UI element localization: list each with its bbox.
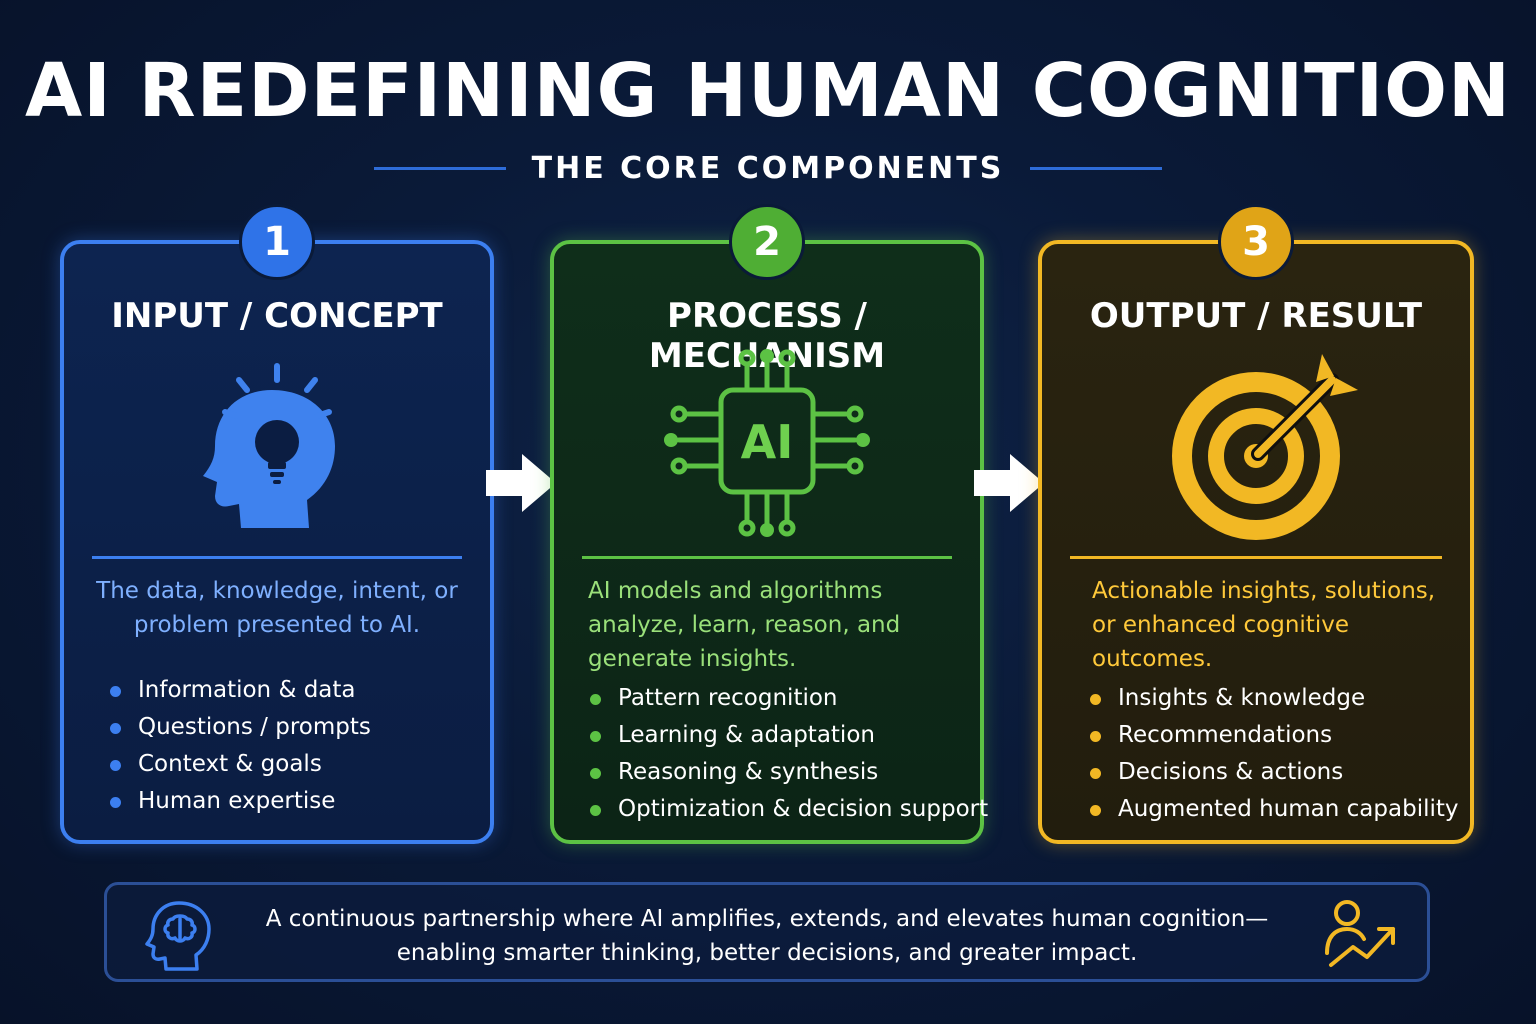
summary-text: A continuous partnership where AI amplif…: [257, 902, 1277, 970]
card-title: INPUT / CONCEPT: [111, 296, 443, 336]
list-item: Recommendations: [1088, 717, 1459, 754]
head-lightbulb-icon: [64, 350, 490, 540]
card-output-result: 3 OUTPUT / RESULT Actionable insights, s…: [1038, 204, 1474, 844]
target-arrow-icon: [1042, 350, 1470, 540]
list-item: Reasoning & synthesis: [588, 754, 988, 791]
list-item: Human expertise: [108, 783, 371, 820]
list-item: Pattern recognition: [588, 680, 988, 717]
step-badge-1: 1: [239, 204, 315, 280]
ai-chip-label: AI: [741, 415, 794, 469]
subtitle-rule-left: [373, 166, 506, 170]
arrow-right-icon: [974, 454, 1044, 512]
list-item: Questions / prompts: [108, 709, 371, 746]
subtitle-rule-right: [1030, 166, 1163, 170]
page-subtitle: THE CORE COMPONENTS: [531, 150, 1005, 186]
card-bullet-list: Information & data Questions / prompts C…: [108, 672, 371, 820]
list-item: Decisions & actions: [1088, 754, 1459, 791]
card-bullet-list: Pattern recognition Learning & adaptatio…: [588, 680, 988, 828]
card-description: The data, knowledge, intent, or problem …: [96, 578, 458, 638]
card-description: Actionable insights, solutions, or enhan…: [1092, 578, 1436, 672]
list-item: Information & data: [108, 672, 371, 709]
card-divider: [92, 556, 462, 559]
brain-head-icon: [145, 901, 211, 971]
list-item: Insights & knowledge: [1088, 680, 1459, 717]
subtitle-row: THE CORE COMPONENTS: [0, 148, 1536, 188]
step-badge-3: 3: [1218, 204, 1294, 280]
card-title: OUTPUT / RESULT: [1089, 296, 1423, 336]
person-growth-icon: [1325, 900, 1395, 967]
summary-banner: A continuous partnership where AI amplif…: [104, 882, 1430, 982]
card-bullet-list: Insights & knowledge Recommendations Dec…: [1088, 680, 1459, 828]
card-divider: [1070, 556, 1442, 559]
card-description: AI models and algorithms analyze, learn,…: [588, 578, 901, 672]
list-item: Augmented human capability: [1088, 791, 1459, 828]
card-divider: [582, 556, 952, 559]
card-input-concept: 1 INPUT / CONCEPT The data, knowledge, i…: [60, 204, 494, 844]
list-item: Context & goals: [108, 746, 371, 783]
list-item: Optimization & decision support: [588, 791, 988, 828]
summary-line-2: enabling smarter thinking, better decisi…: [396, 940, 1138, 966]
card-process-mechanism: 2 PROCESS / MECHANISM: [550, 204, 988, 844]
ai-chip-icon: AI: [554, 349, 980, 540]
page-title: AI REDEFINING HUMAN COGNITION: [25, 48, 1511, 134]
summary-line-1: A continuous partnership where AI amplif…: [265, 906, 1269, 932]
arrow-right-icon: [486, 454, 556, 512]
list-item: Learning & adaptation: [588, 717, 988, 754]
step-badge-2: 2: [729, 204, 805, 280]
